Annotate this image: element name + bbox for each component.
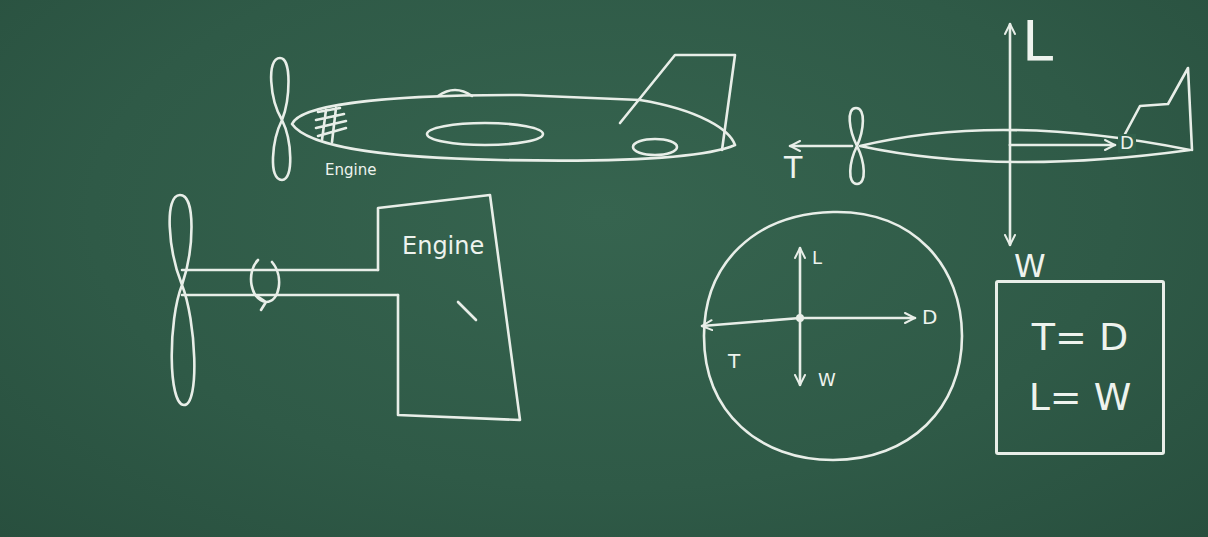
equation-text: T= D <box>1032 315 1128 361</box>
thrust-arrow <box>790 145 852 148</box>
tail-fin <box>620 55 735 150</box>
thrust-arrow <box>702 318 800 326</box>
equation-text: L= W <box>1029 375 1132 421</box>
engine-box-outline <box>376 193 524 423</box>
airplane-side-view <box>271 55 735 180</box>
rotation-arrow <box>251 260 279 310</box>
gauge-tick <box>458 302 476 320</box>
free-body-circle-outline <box>700 208 966 464</box>
part-label: Engine <box>323 163 378 179</box>
drag-arrow <box>800 317 915 320</box>
equation-box: T= D L= W <box>995 280 1165 455</box>
lift-arrow <box>1009 24 1012 145</box>
force-label: L <box>1020 12 1055 71</box>
force-label: T <box>782 152 804 184</box>
free-body-circle: L T D W <box>700 208 966 464</box>
propeller-shaft-sketch <box>170 195 476 405</box>
tailplane <box>633 139 677 155</box>
engine-label: Engine <box>402 233 484 259</box>
engine-hatching <box>316 108 346 142</box>
engine-box-outline-path <box>378 195 520 420</box>
force-label: D <box>922 306 937 328</box>
propeller <box>170 195 195 405</box>
weight-arrow <box>1009 145 1012 245</box>
force-label: W <box>818 370 836 390</box>
drag-arrow <box>1010 144 1115 147</box>
weight-arrow <box>799 318 802 385</box>
free-body-forces <box>702 248 915 385</box>
shaft <box>182 270 398 295</box>
free-body-circle-outline-path <box>704 212 962 460</box>
wing <box>427 123 543 145</box>
force-label: D <box>1118 134 1136 153</box>
fuselage <box>860 130 1190 162</box>
propeller <box>271 58 290 180</box>
force-label: T <box>728 350 740 372</box>
lift-arrow <box>799 248 802 318</box>
point-mass <box>796 314 804 322</box>
force-label: L <box>812 248 822 268</box>
fuselage <box>292 95 735 161</box>
engine-box: Engine <box>376 193 524 423</box>
cockpit <box>438 90 472 96</box>
force-label: W <box>1012 250 1048 284</box>
